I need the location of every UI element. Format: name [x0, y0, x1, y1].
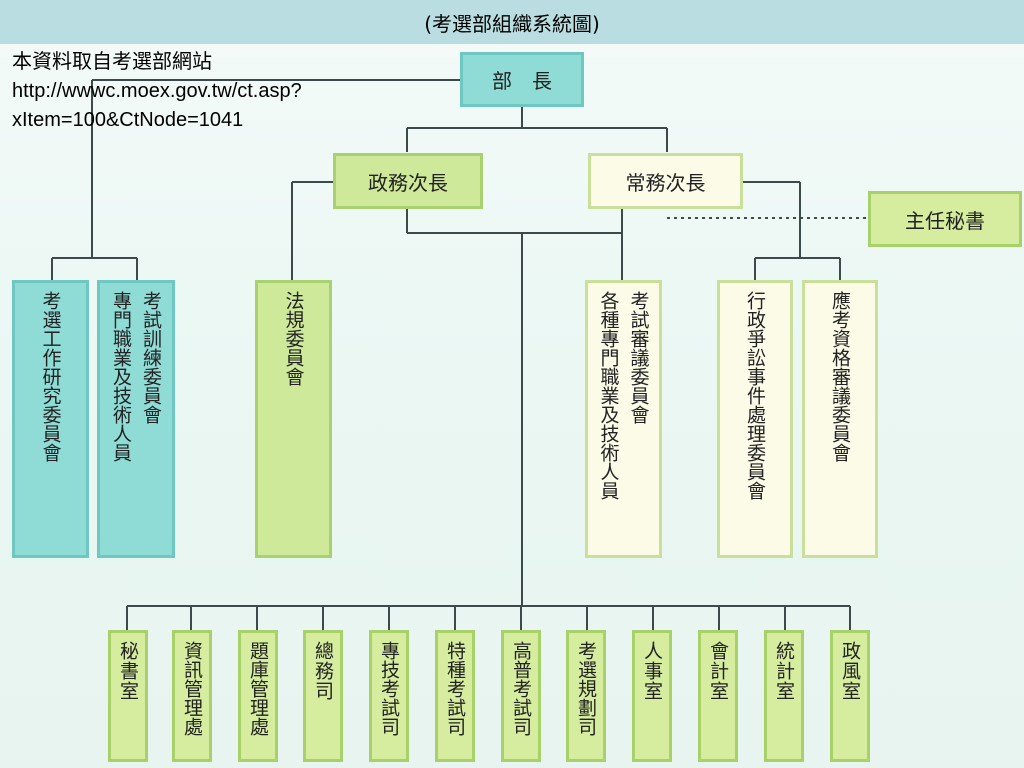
- department-box: 總務司: [303, 630, 343, 762]
- title-bar: (考選部組織系統圖): [0, 0, 1024, 44]
- department-label: 人事室: [641, 641, 663, 701]
- committee-exam-research-label: 考選工作研究委員會: [39, 291, 62, 462]
- source-note-line1: 本資料取自考選部網站: [12, 51, 212, 73]
- minister-box: 部 長: [460, 52, 584, 107]
- department-label: 秘書室: [117, 641, 139, 701]
- department-label: 資訊管理處: [181, 641, 203, 736]
- department-box: 考選規劃司: [566, 630, 606, 762]
- chief-secretary-box: 主任秘書: [868, 191, 1022, 247]
- committee-professional-exam-review: 各種專門職業及技術人員 考試審議委員會: [585, 280, 662, 558]
- minister-label: 部 長: [492, 69, 552, 93]
- department-box: 專技考試司: [369, 630, 409, 762]
- committee-eligibility-review-label: 應考資格審議委員會: [829, 291, 851, 462]
- department-label: 考選規劃司: [575, 641, 597, 736]
- department-box: 秘書室: [108, 630, 148, 762]
- source-note-url-line2: xItem=100&CtNode=1041: [12, 109, 244, 131]
- committee-administrative-litigation: 行政爭訟事件處理委員會: [717, 280, 793, 558]
- political-deputy-label: 政務次長: [368, 170, 448, 195]
- department-label: 題庫管理處: [247, 641, 269, 736]
- department-label: 政風室: [839, 641, 861, 701]
- committee-regulations-label: 法規委員會: [282, 291, 305, 386]
- political-deputy-box: 政務次長: [333, 153, 483, 209]
- department-box: 特種考試司: [435, 630, 475, 762]
- committee-professional-training-label-b: 考試訓練委員會: [140, 291, 162, 424]
- department-label: 專技考試司: [378, 641, 400, 736]
- committee-exam-research: 考選工作研究委員會: [12, 280, 89, 558]
- chief-secretary-label: 主任秘書: [905, 208, 985, 233]
- department-label: 會計室: [707, 641, 729, 701]
- committee-regulations: 法規委員會: [255, 280, 332, 558]
- department-box: 高普考試司: [501, 630, 541, 762]
- department-box: 會計室: [698, 630, 738, 762]
- department-box: 題庫管理處: [238, 630, 278, 762]
- source-note-url-line1: http://wwwc.moex.gov.tw/ct.asp?: [12, 80, 302, 102]
- department-box: 政風室: [830, 630, 870, 762]
- department-box: 資訊管理處: [172, 630, 212, 762]
- committee-eligibility-review: 應考資格審議委員會: [802, 280, 878, 558]
- administrative-deputy-label: 常務次長: [625, 170, 706, 195]
- department-label: 高普考試司: [510, 641, 532, 736]
- committee-professional-exam-review-label-a: 各種專門職業及技術人員: [597, 291, 620, 500]
- committee-professional-training: 專門職業及技術人員 考試訓練委員會: [97, 280, 175, 558]
- page-title: (考選部組織系統圖): [424, 12, 600, 36]
- source-note: 本資料取自考選部網站 http://wwwc.moex.gov.tw/ct.as…: [12, 48, 302, 135]
- department-box: 統計室: [764, 630, 804, 762]
- committee-administrative-litigation-label: 行政爭訟事件處理委員會: [744, 291, 766, 500]
- department-box: 人事室: [632, 630, 672, 762]
- committee-professional-exam-review-label-b: 考試審議委員會: [627, 291, 650, 424]
- department-label: 總務司: [312, 641, 334, 701]
- department-label: 統計室: [773, 641, 795, 701]
- committee-professional-training-label-a: 專門職業及技術人員: [110, 291, 132, 462]
- administrative-deputy-box: 常務次長: [588, 153, 743, 209]
- department-label: 特種考試司: [444, 641, 466, 736]
